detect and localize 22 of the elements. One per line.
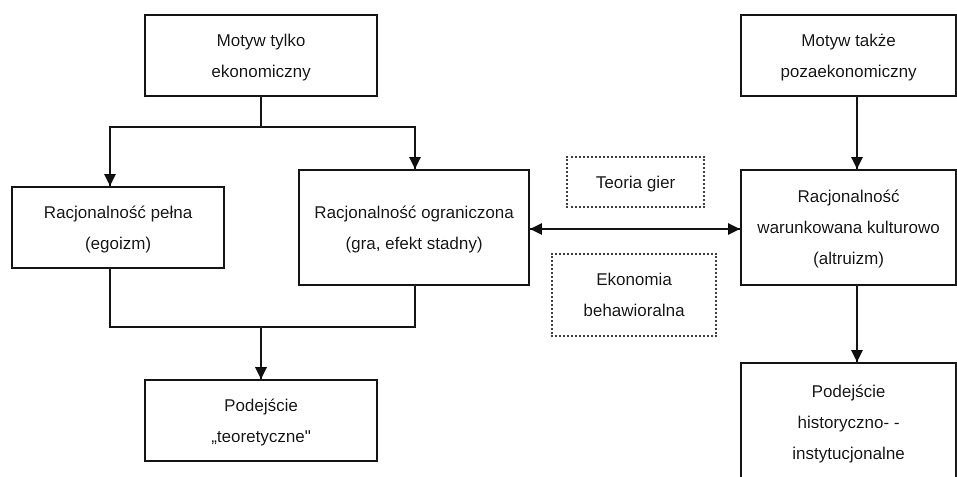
node-text: Teoria gier [594, 172, 676, 194]
process-box [740, 14, 957, 97]
arrow [851, 286, 863, 362]
node-text: Podejście historyczno- -instytucjonalne [791, 380, 906, 464]
dotted-box [566, 156, 705, 208]
process-box [298, 169, 530, 286]
process-box [144, 14, 378, 97]
arrow [851, 97, 863, 169]
process-box [144, 379, 378, 462]
node-text: Racjonalność ograniczona (gra, efekt stadny) [313, 202, 515, 254]
process-box [740, 169, 957, 286]
node-text: Podejście „teoretyczne" [210, 394, 312, 448]
arrow [255, 286, 416, 379]
node-text: Ekonomia behawioralna [582, 269, 686, 322]
node-text: Racjonalność pełna (egoizm) [42, 202, 194, 254]
process-box [740, 362, 957, 477]
node-text: Racjonalność warunkowana kulturowo (altruizm) [756, 186, 941, 270]
node-text: Motyw także pozaekonomiczny [779, 30, 918, 82]
node-text: Motyw tylko ekonomiczny [210, 30, 312, 82]
arrow [530, 223, 740, 235]
process-box [11, 186, 225, 269]
dotted-box [551, 253, 717, 337]
